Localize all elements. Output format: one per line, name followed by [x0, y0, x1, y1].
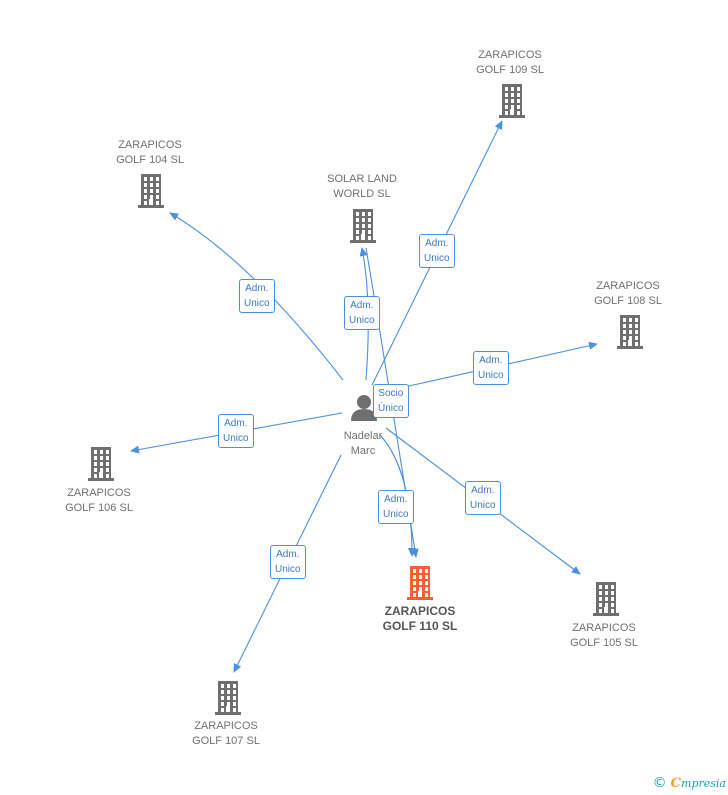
- edge-label-person-golf110: Adm. Unico: [378, 490, 414, 524]
- building-icon-golf109[interactable]: [499, 84, 525, 118]
- building-icon-solar[interactable]: [350, 209, 376, 243]
- node-label-golf110[interactable]: ZARAPICOS GOLF 110 SL: [382, 604, 458, 633]
- node-label-person[interactable]: Nadelar Marc: [343, 430, 383, 457]
- empresia-logo-icon: C: [670, 776, 682, 791]
- empresia-watermark: ©Cmpresia: [653, 775, 726, 791]
- edge-label-solar-golf110: Socio Único: [373, 384, 409, 418]
- building-icon-golf105[interactable]: [593, 582, 619, 616]
- node-label-golf105[interactable]: ZARAPICOS GOLF 105 SL: [570, 622, 638, 649]
- edge-label-person-golf105: Adm. Unico: [465, 481, 501, 515]
- edge-label-person-golf109: Adm. Unico: [419, 234, 455, 268]
- node-label-golf108[interactable]: ZARAPICOS GOLF 108 SL: [594, 280, 662, 307]
- node-label-golf109[interactable]: ZARAPICOS GOLF 109 SL: [476, 49, 544, 76]
- brand-name: mpresia: [681, 777, 726, 790]
- copyright-icon: ©: [652, 775, 667, 791]
- edge-label-person-golf107: Adm. Unico: [270, 545, 306, 579]
- edge-person-golf104: [169, 212, 344, 381]
- node-label-golf106[interactable]: ZARAPICOS GOLF 106 SL: [65, 487, 133, 514]
- person-icon[interactable]: [351, 395, 377, 421]
- node-label-golf104[interactable]: ZARAPICOS GOLF 104 SL: [116, 139, 184, 166]
- edge-label-person-solar: Adm. Unico: [344, 296, 380, 330]
- building-icon-golf106[interactable]: [88, 447, 114, 481]
- node-label-golf107[interactable]: ZARAPICOS GOLF 107 SL: [192, 720, 260, 747]
- building-icon-golf107[interactable]: [215, 681, 241, 715]
- edge-label-person-golf104: Adm. Unico: [239, 279, 275, 313]
- edge-label-person-golf108: Adm. Unico: [473, 351, 509, 385]
- building-icon-golf104[interactable]: [138, 174, 164, 208]
- edge-label-person-golf106: Adm. Unico: [218, 414, 254, 448]
- node-label-solar[interactable]: SOLAR LAND WORLD SL: [327, 173, 397, 200]
- building-icon-golf108[interactable]: [617, 315, 643, 349]
- building-icon-golf110[interactable]: [407, 566, 433, 600]
